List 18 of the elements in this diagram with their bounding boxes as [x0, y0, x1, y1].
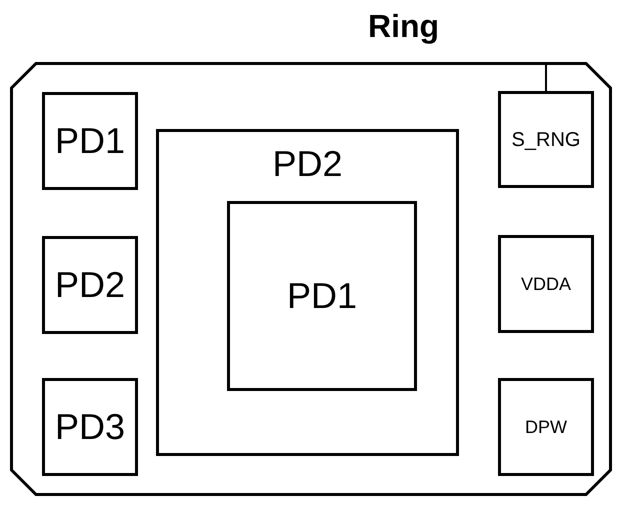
block-box [498, 235, 594, 333]
block-box [498, 91, 594, 188]
block-label: DPW [525, 418, 567, 436]
block-label: VDDA [520, 275, 571, 293]
block-label: PD2 [54, 267, 126, 303]
block-box [42, 92, 138, 190]
block-label: S_RNG [512, 130, 580, 150]
block-box [42, 378, 138, 476]
block-box [156, 129, 459, 456]
diagram-title: Ring [368, 10, 440, 42]
block-label: PD3 [54, 409, 126, 445]
block-label: PD2 [272, 146, 343, 182]
block-label: PD1 [54, 123, 126, 159]
block-label: PD1 [286, 278, 358, 314]
block-box [227, 201, 417, 391]
connector-line [545, 62, 547, 91]
block-box [498, 378, 594, 476]
block-box [42, 236, 138, 334]
